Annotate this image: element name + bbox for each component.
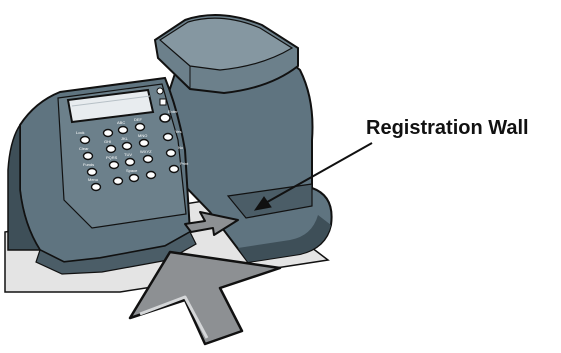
key-clear[interactable] bbox=[84, 153, 93, 160]
key-label-funds: Funds bbox=[83, 162, 94, 167]
key-label-no: No bbox=[178, 145, 184, 150]
setup-button[interactable] bbox=[160, 99, 166, 105]
key-label-clear: Clear bbox=[79, 146, 89, 151]
key-7[interactable] bbox=[110, 162, 119, 169]
key-1[interactable] bbox=[104, 130, 113, 137]
key-label-menu: Menu bbox=[88, 177, 98, 182]
key-no[interactable] bbox=[167, 150, 176, 157]
key-9[interactable] bbox=[144, 156, 153, 163]
key-hash[interactable] bbox=[147, 172, 156, 179]
key-enter[interactable] bbox=[160, 114, 170, 122]
key-label-wxyz: WXYZ bbox=[140, 149, 152, 154]
key-lock[interactable] bbox=[81, 137, 90, 144]
key-label-lock: Lock bbox=[76, 130, 84, 135]
key-2[interactable] bbox=[119, 127, 128, 134]
key-0[interactable] bbox=[130, 175, 139, 182]
registration-wall-label: Registration Wall bbox=[366, 117, 529, 140]
key-star[interactable] bbox=[114, 178, 123, 185]
key-label-pqrs: PQRS bbox=[106, 155, 118, 160]
key-label-space: Space bbox=[126, 168, 138, 173]
power-indicator-icon bbox=[157, 88, 163, 94]
key-label-jkl: JKL bbox=[121, 136, 129, 141]
key-5[interactable] bbox=[123, 143, 132, 150]
key-label-yes: Yes bbox=[175, 129, 182, 134]
key-label-print: Print bbox=[180, 161, 189, 166]
key-3[interactable] bbox=[136, 124, 145, 131]
key-label-ghi: GHI bbox=[104, 139, 111, 144]
key-yes[interactable] bbox=[164, 134, 173, 141]
key-4[interactable] bbox=[107, 146, 116, 153]
key-menu[interactable] bbox=[92, 184, 101, 191]
key-label-mno: MNO bbox=[138, 133, 147, 138]
key-6[interactable] bbox=[140, 140, 149, 147]
key-label-abc: ABC bbox=[117, 120, 125, 125]
key-label-enter: Enter bbox=[168, 109, 178, 114]
key-print[interactable] bbox=[170, 166, 179, 173]
key-funds[interactable] bbox=[88, 169, 97, 176]
key-8[interactable] bbox=[126, 159, 135, 166]
key-label-tuv: TUV bbox=[124, 152, 132, 157]
key-label-def: DEF bbox=[134, 117, 143, 122]
